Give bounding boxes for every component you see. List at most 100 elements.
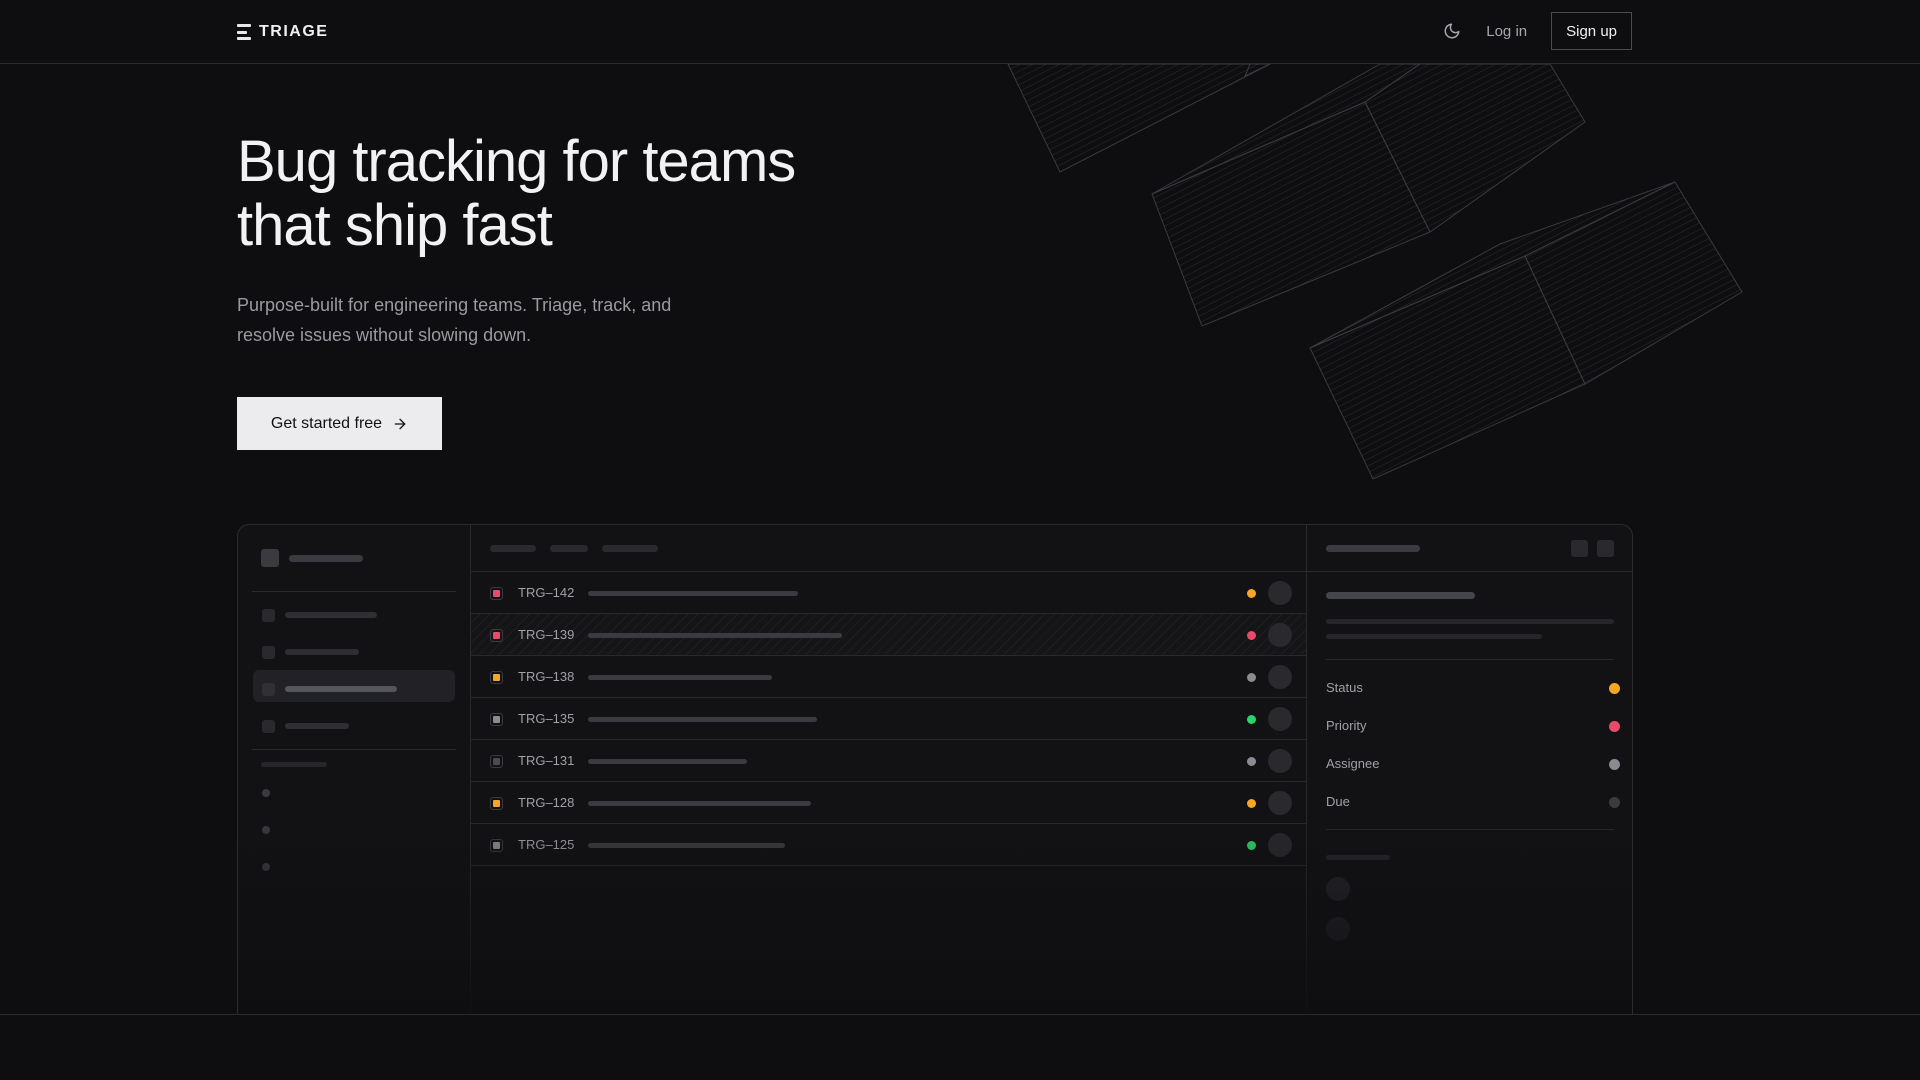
issue-status-dot	[1247, 757, 1256, 766]
assignee-avatar	[1268, 749, 1292, 773]
issue-type-icon	[490, 713, 503, 726]
tab-placeholder[interactable]	[602, 545, 658, 552]
login-link[interactable]: Log in	[1486, 22, 1528, 40]
assignee-avatar	[1268, 833, 1292, 857]
issue-type-icon	[490, 797, 503, 810]
top-navigation: TRIAGE Log in Sign up	[0, 0, 1920, 64]
workspace-name-placeholder	[289, 555, 363, 562]
issue-type-icon	[490, 671, 503, 684]
signup-button[interactable]: Sign up	[1551, 12, 1632, 50]
panel-divider	[1326, 659, 1614, 660]
logo-icon	[237, 24, 251, 40]
hero-title-line-1: Bug tracking for teams	[237, 129, 796, 194]
issue-id: TRG–128	[518, 795, 575, 810]
panel-action-button[interactable]	[1571, 540, 1588, 557]
issue-status-dot	[1247, 715, 1256, 724]
issue-row[interactable]: TRG–142	[471, 572, 1306, 614]
sidebar-dot	[262, 789, 270, 797]
issue-list-header	[471, 525, 1306, 572]
property-value-dot[interactable]	[1609, 683, 1620, 694]
issue-desc-placeholder	[1326, 634, 1542, 639]
issue-id: TRG–135	[518, 711, 575, 726]
issue-desc-placeholder	[1326, 619, 1614, 624]
issue-status-dot	[1247, 631, 1256, 640]
panel-title-placeholder	[1326, 545, 1420, 552]
property-label: Priority	[1326, 718, 1367, 733]
property-label: Due	[1326, 794, 1350, 809]
preview-sidebar	[238, 525, 471, 1014]
sidebar-dot	[262, 863, 270, 871]
panel-divider	[1326, 829, 1614, 830]
issue-type-icon	[490, 587, 503, 600]
nav-actions: Log in Sign up	[1442, 12, 1632, 50]
issue-row[interactable]: TRG–139	[471, 614, 1306, 656]
activity-avatar	[1326, 877, 1350, 901]
issue-title-placeholder	[588, 675, 772, 680]
issue-title-placeholder	[1326, 592, 1475, 599]
property-value-dot[interactable]	[1609, 797, 1620, 808]
moon-icon[interactable]	[1442, 21, 1462, 41]
property-label: Status	[1326, 680, 1363, 695]
tab-placeholder[interactable]	[550, 545, 588, 552]
sidebar-item-icon	[262, 720, 275, 733]
issue-title-placeholder	[588, 801, 811, 806]
issue-type-icon	[490, 755, 503, 768]
sidebar-divider	[252, 749, 456, 750]
hero-title-line-2: that ship fast	[237, 193, 553, 258]
sidebar-item-icon	[262, 683, 275, 696]
activity-avatar	[1326, 917, 1350, 941]
sidebar-section-placeholder	[261, 762, 327, 767]
issue-title-placeholder	[588, 591, 798, 596]
activity-title-placeholder	[1326, 855, 1390, 860]
issue-status-dot	[1247, 673, 1256, 682]
issue-type-icon	[490, 629, 503, 642]
assignee-avatar	[1268, 791, 1292, 815]
sidebar-item-placeholder[interactable]	[285, 723, 349, 729]
issue-status-dot	[1247, 841, 1256, 850]
sidebar-dot	[262, 826, 270, 834]
issue-id: TRG–142	[518, 585, 575, 600]
brand-name: TRIAGE	[259, 23, 329, 40]
issue-status-dot	[1247, 589, 1256, 598]
issue-title-placeholder	[588, 759, 747, 764]
property-value-dot[interactable]	[1609, 721, 1620, 732]
hero-title: Bug tracking for teams that ship fast	[237, 130, 937, 258]
issue-title-placeholder	[588, 843, 785, 848]
page-divider	[0, 1014, 1920, 1015]
sidebar-item-placeholder[interactable]	[285, 612, 377, 618]
issue-id: TRG–131	[518, 753, 575, 768]
tab-placeholder[interactable]	[490, 545, 536, 552]
sidebar-item-icon	[262, 609, 275, 622]
sidebar-item-placeholder[interactable]	[285, 649, 359, 655]
hero-subtitle-line-1: Purpose-built for engineering teams. Tri…	[237, 295, 672, 315]
hero-subtitle: Purpose-built for engineering teams. Tri…	[237, 290, 757, 350]
issue-row[interactable]: TRG–125	[471, 824, 1306, 866]
issue-id: TRG–138	[518, 669, 575, 684]
issue-row[interactable]: TRG–131	[471, 740, 1306, 782]
issue-row[interactable]: TRG–128	[471, 782, 1306, 824]
issue-title-placeholder	[588, 717, 817, 722]
brand-logo[interactable]: TRIAGE	[237, 21, 328, 43]
get-started-label: Get started free	[270, 414, 383, 432]
panel-action-button[interactable]	[1597, 540, 1614, 557]
panel-header	[1307, 525, 1632, 572]
property-label: Assignee	[1326, 756, 1380, 771]
assignee-avatar	[1268, 665, 1292, 689]
issue-id: TRG–139	[518, 627, 575, 642]
issue-row[interactable]: TRG–135	[471, 698, 1306, 740]
hero-subtitle-line-2: resolve issues without slowing down.	[237, 325, 532, 345]
assignee-avatar	[1268, 707, 1292, 731]
sidebar-item-icon	[262, 646, 275, 659]
app-preview: TRG–142 TRG–139 TRG–138 TRG–135 TRG–131 …	[237, 524, 1633, 1014]
get-started-button[interactable]: Get started free	[237, 397, 442, 450]
issue-row[interactable]: TRG–138	[471, 656, 1306, 698]
arrow-right-icon	[394, 418, 406, 429]
assignee-avatar	[1268, 581, 1292, 605]
issue-list: TRG–142 TRG–139 TRG–138 TRG–135 TRG–131 …	[471, 525, 1307, 1014]
sidebar-divider	[252, 591, 456, 592]
issue-type-icon	[490, 839, 503, 852]
issue-title-placeholder	[588, 633, 842, 638]
workspace-avatar	[261, 549, 279, 567]
property-value-dot[interactable]	[1609, 759, 1620, 770]
